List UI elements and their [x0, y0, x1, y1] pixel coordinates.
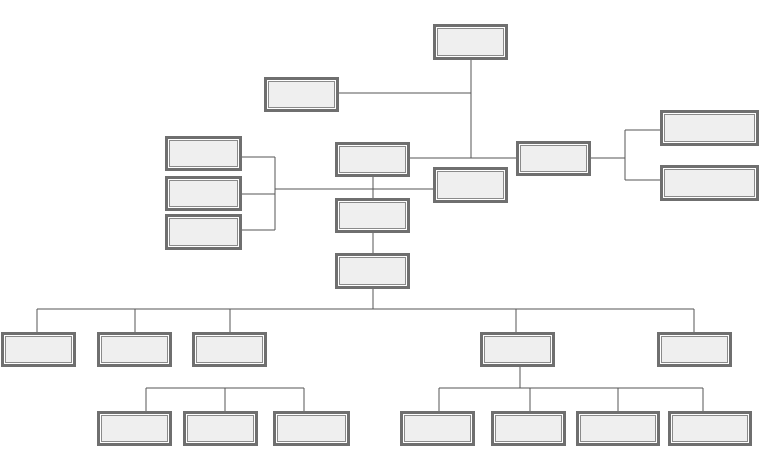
node-level4-6	[576, 411, 660, 446]
node-level3-3	[192, 332, 267, 367]
node-right-mid	[516, 141, 591, 176]
node-center	[335, 142, 410, 177]
node-level4-2	[183, 411, 258, 446]
node-center-right	[433, 167, 508, 203]
node-left-stack-1	[165, 136, 242, 171]
node-top	[433, 24, 508, 60]
node-upper-left	[264, 77, 339, 112]
node-level4-5	[491, 411, 566, 446]
node-level3-2	[97, 332, 172, 367]
node-level4-3	[273, 411, 350, 446]
node-level3-5	[657, 332, 732, 367]
node-far-right-1	[660, 110, 759, 146]
node-level3-4	[480, 332, 555, 367]
node-far-right-2	[660, 165, 759, 201]
node-level4-4	[400, 411, 475, 446]
node-chain-1	[335, 198, 410, 233]
node-left-stack-2	[165, 176, 242, 211]
node-level3-1	[1, 332, 76, 367]
node-left-stack-3	[165, 214, 242, 250]
node-level4-1	[97, 411, 172, 446]
node-level4-7	[668, 411, 752, 446]
node-chain-2	[335, 253, 410, 289]
